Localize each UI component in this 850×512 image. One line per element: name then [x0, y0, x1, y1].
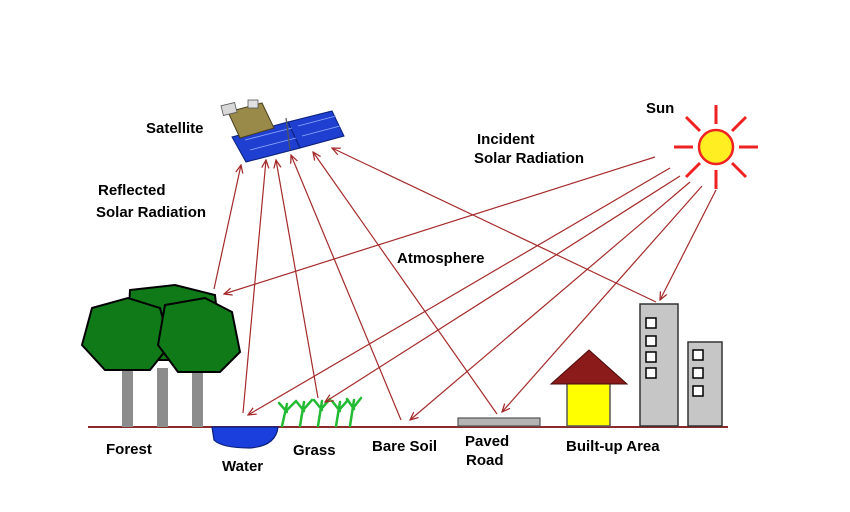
sun-label: Sun — [646, 100, 675, 117]
reflected-arrow-grass — [276, 160, 319, 399]
bare-soil-label: Bare Soil — [372, 438, 438, 455]
incident-arrow-soil — [410, 181, 691, 420]
reflected-arrow-builtup — [332, 148, 657, 303]
water-label: Water — [222, 458, 264, 475]
reflected-arrow-soil — [291, 155, 402, 421]
building-icon — [639, 303, 723, 427]
incident-arrow-builtup — [660, 189, 717, 300]
reflected-arrow-water — [242, 160, 266, 414]
sun-icon — [674, 105, 758, 189]
incident-arrow-forest — [224, 156, 656, 294]
incident-arrow-road — [502, 185, 703, 412]
forest-label: Forest — [106, 441, 152, 458]
grass-icon — [277, 396, 363, 428]
incident-label-line1: Incident — [477, 131, 535, 148]
satellite-icon — [220, 99, 345, 163]
builtup-label: Built-up Area — [566, 438, 660, 455]
incident-arrow-grass — [325, 175, 681, 402]
reflected-arrow-road — [313, 152, 498, 415]
atmosphere-label: Atmosphere — [397, 250, 485, 267]
incident-label-line2: Solar Radiation — [474, 150, 585, 167]
reflected-label-line2: Solar Radiation — [96, 204, 207, 221]
incident-arrow-water — [248, 167, 671, 415]
satellite-label: Satellite — [146, 120, 204, 137]
forest-icon — [80, 283, 242, 427]
paved-road-icon — [457, 417, 541, 427]
water-icon — [211, 426, 279, 449]
paved-label-line1: Paved — [465, 433, 510, 450]
paved-label-line2: Road — [466, 452, 504, 469]
reflected-label-line1: Reflected — [98, 182, 166, 199]
reflected-arrows — [213, 148, 657, 421]
reflected-arrow-forest — [213, 165, 241, 290]
grass-label: Grass — [293, 442, 336, 459]
house-icon — [549, 349, 629, 427]
